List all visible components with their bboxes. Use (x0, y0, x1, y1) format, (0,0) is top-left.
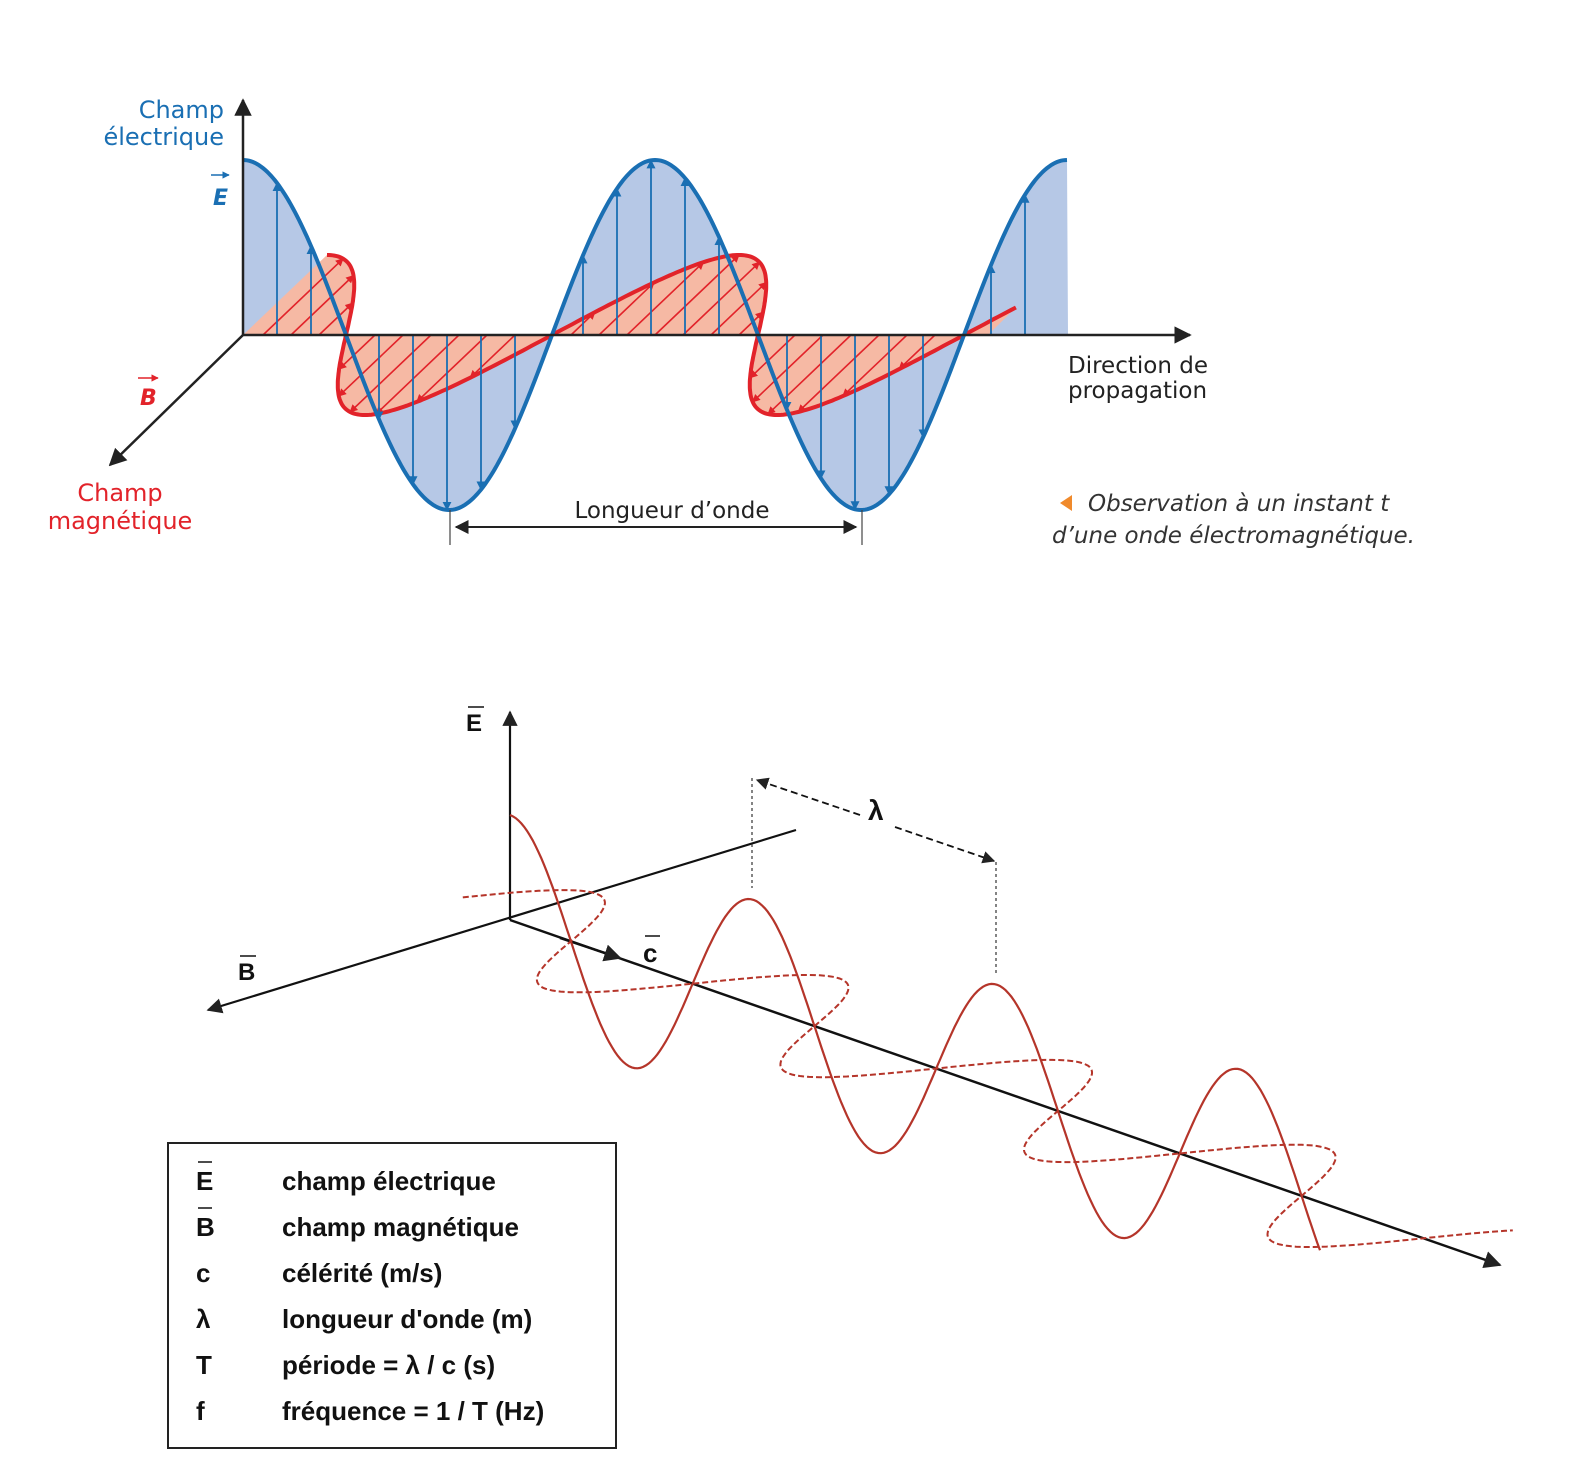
legend-row: c célérité (m/s) (196, 1258, 442, 1288)
b-vector-arrow (338, 334, 376, 370)
b-vector-arrow (416, 334, 488, 403)
legend-text: champ électrique (282, 1166, 496, 1196)
e-symbol-label: E (213, 186, 228, 211)
electric-field-curve (242, 157, 1068, 513)
legend-symbol: λ (196, 1304, 211, 1334)
c-vector (559, 936, 622, 962)
legend-symbol: E (196, 1166, 213, 1196)
legend-text: champ magnétique (282, 1212, 519, 1242)
e-vector-symbol: E (211, 171, 230, 211)
b-label-3d: B (238, 959, 255, 986)
propagation-label-2: propagation (1068, 378, 1207, 404)
caption-marker-icon (1060, 495, 1072, 511)
legend-text: longueur d'onde (m) (282, 1304, 532, 1334)
wave-3d-curves (462, 814, 1513, 1251)
b-vector-arrow (469, 334, 516, 379)
b-vector-arrow (349, 334, 432, 413)
legend-text: période = λ / c (s) (282, 1350, 495, 1380)
caption-line-1: Observation à un instant t (1088, 491, 1390, 517)
wavelength-label: Longueur d’onde (574, 498, 769, 524)
magnetic-field-curve (327, 253, 1017, 417)
electric-wave-3d (509, 814, 1322, 1251)
b-vector-arrow (738, 311, 764, 336)
top-wave-diagram: Champ électrique E B Champ magnétique Di… (48, 96, 1415, 549)
electric-axis-label-2: électrique (103, 123, 224, 151)
legend-symbol: T (196, 1350, 212, 1380)
magnetic-axis (108, 334, 244, 467)
b-vector-arrow (898, 334, 936, 370)
propagation-axis-3d (509, 918, 1502, 1269)
c-label-3d: c (643, 938, 657, 968)
lambda-arrow-right (894, 826, 996, 864)
b-vector-arrow (318, 302, 354, 336)
b-vector-arrow (290, 274, 355, 336)
caption-line-2: d’une onde électromagnétique. (1052, 523, 1415, 549)
b-vector-arrow (797, 334, 880, 413)
legend-symbol: f (196, 1396, 205, 1426)
propagation-label-1: Direction de (1068, 353, 1208, 379)
legend-text: célérité (m/s) (282, 1258, 442, 1288)
b-vector-arrow (682, 261, 761, 336)
b-vector-symbol: B (138, 374, 159, 411)
b-vector-arrow (626, 261, 705, 336)
magnetic-axis-label-1: Champ (77, 479, 162, 507)
magnetic-wave-3d (462, 889, 1513, 1248)
legend-symbol: B (196, 1212, 215, 1242)
legend-row: λ longueur d'onde (m) (196, 1304, 532, 1334)
magnetic-axis-label-2: magnétique (48, 507, 193, 535)
legend-text: fréquence = 1 / T (Hz) (282, 1396, 544, 1426)
b-symbol-label: B (140, 386, 157, 411)
b-vector-arrow (598, 281, 655, 336)
b-vector-arrow (375, 334, 460, 415)
b-vector-arrow (842, 334, 908, 397)
b-vector-arrow (338, 334, 404, 397)
legend-row: f fréquence = 1 / T (Hz) (196, 1396, 544, 1426)
lambda-arrow-left (755, 777, 861, 816)
electric-axis-label-1: Champ (139, 96, 224, 124)
legend-symbol: c (196, 1258, 210, 1288)
lambda-label-3d: λ (868, 795, 884, 826)
bottom-wave-diagram: E B c λ (206, 706, 1513, 1269)
b-axis-3d (206, 828, 797, 1014)
electric-field-vectors (272, 159, 1030, 511)
b-vector-arrow (710, 281, 767, 336)
e-label-3d: E (466, 710, 482, 737)
b-vector-arrow (654, 254, 740, 336)
magnetic-field-vectors (262, 254, 936, 415)
